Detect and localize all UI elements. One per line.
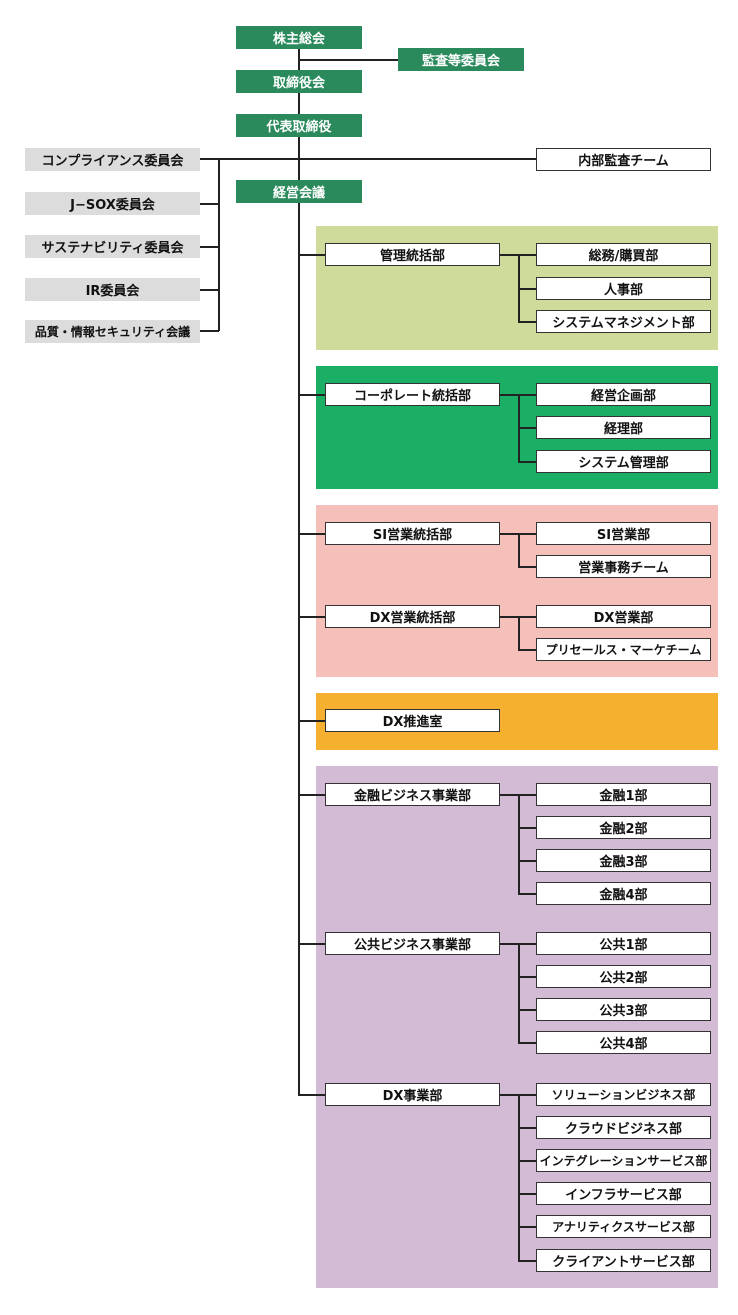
trunk-branch xyxy=(298,720,325,722)
business-division-panel xyxy=(316,766,718,1288)
dx-sales-head-box: DX営業統括部 xyxy=(325,605,500,628)
unit-box: DX営業部 xyxy=(536,605,711,628)
unit-box: アナリティクスサービス部 xyxy=(536,1215,711,1238)
sub-connector xyxy=(518,976,536,978)
unit-box: SI営業部 xyxy=(536,522,711,545)
board-of-directors-box: 取締役会 xyxy=(236,70,362,93)
unit-box: システムマネジメント部 xyxy=(536,310,711,333)
admin-head-box: 管理統括部 xyxy=(325,243,500,266)
dx-office-head-box: DX推進室 xyxy=(325,709,500,732)
corporate-head-box: コーポレート統括部 xyxy=(325,383,500,406)
internal-audit-box: 内部監査チーム xyxy=(536,148,711,171)
unit-box: 金融4部 xyxy=(536,882,711,905)
unit-box: 公共4部 xyxy=(536,1031,711,1054)
finance-head-box: 金融ビジネス事業部 xyxy=(325,783,500,806)
sub-bus-vertical xyxy=(518,943,520,1043)
trunk-branch xyxy=(298,1094,325,1096)
sustainability-committee-box: サステナビリティ委員会 xyxy=(25,235,200,258)
trunk-branch xyxy=(298,943,325,945)
sub-connector xyxy=(518,427,536,429)
unit-box: 経営企画部 xyxy=(536,383,711,406)
unit-box: 金融3部 xyxy=(536,849,711,872)
sub-connector xyxy=(518,1009,536,1011)
main-trunk-line xyxy=(298,48,300,1095)
trunk-branch xyxy=(298,533,325,535)
si-sales-head-box: SI営業統括部 xyxy=(325,522,500,545)
sub-bus-vertical xyxy=(518,533,520,567)
unit-box: ソリューションビジネス部 xyxy=(536,1083,711,1106)
sub-connector xyxy=(518,1193,536,1195)
committee-connector xyxy=(200,289,219,291)
sub-bus-vertical xyxy=(518,1094,520,1261)
quality-security-meeting-box: 品質・情報セキュリティ会議 xyxy=(25,320,200,343)
trunk-branch xyxy=(298,616,325,618)
unit-box: クラウドビジネス部 xyxy=(536,1116,711,1139)
unit-box: インフラサービス部 xyxy=(536,1182,711,1205)
sub-connector xyxy=(518,893,536,895)
public-head-box: 公共ビジネス事業部 xyxy=(325,932,500,955)
unit-box: 経理部 xyxy=(536,416,711,439)
sub-connector xyxy=(518,1042,536,1044)
unit-box: 営業事務チーム xyxy=(536,555,711,578)
unit-box: インテグレーションサービス部 xyxy=(536,1149,711,1172)
unit-box: 人事部 xyxy=(536,277,711,300)
sub-connector xyxy=(518,461,536,463)
committee-connector xyxy=(200,330,219,332)
management-meeting-box: 経営会議 xyxy=(236,180,362,203)
shareholders-meeting-box: 株主総会 xyxy=(236,26,362,49)
sub-connector xyxy=(518,288,536,290)
compliance-committee-box: コンプライアンス委員会 xyxy=(25,148,200,171)
ir-committee-box: IR委員会 xyxy=(25,278,200,301)
sub-connector xyxy=(518,1127,536,1129)
trunk-branch xyxy=(298,394,325,396)
unit-box: 金融1部 xyxy=(536,783,711,806)
unit-box: 公共2部 xyxy=(536,965,711,988)
audit-connector xyxy=(298,59,398,61)
audit-committee-box: 監査等委員会 xyxy=(398,48,524,71)
sub-connector xyxy=(518,1160,536,1162)
committee-connector xyxy=(200,246,219,248)
sub-connector xyxy=(518,1260,536,1262)
representative-director-box: 代表取締役 xyxy=(236,114,362,137)
unit-box: 総務/購買部 xyxy=(536,243,711,266)
sub-connector xyxy=(518,860,536,862)
unit-box: プリセールス・マーケチーム xyxy=(536,638,711,661)
unit-box: 公共1部 xyxy=(536,932,711,955)
sub-connector xyxy=(518,1226,536,1228)
sub-connector xyxy=(518,649,536,651)
committee-connector xyxy=(200,203,219,205)
dx-business-head-box: DX事業部 xyxy=(325,1083,500,1106)
sub-bus-vertical xyxy=(518,794,520,894)
unit-box: 金融2部 xyxy=(536,816,711,839)
sub-connector xyxy=(518,827,536,829)
sub-bus-vertical xyxy=(518,616,520,650)
trunk-branch xyxy=(298,794,325,796)
committee-bus-horizontal xyxy=(200,158,536,160)
unit-box: システム管理部 xyxy=(536,450,711,473)
committee-bus-vertical xyxy=(218,158,220,331)
sub-connector xyxy=(518,321,536,323)
trunk-branch xyxy=(298,254,325,256)
unit-box: クライアントサービス部 xyxy=(536,1249,711,1272)
unit-box: 公共3部 xyxy=(536,998,711,1021)
jsox-committee-box: J−SOX委員会 xyxy=(25,192,200,215)
sub-connector xyxy=(518,566,536,568)
